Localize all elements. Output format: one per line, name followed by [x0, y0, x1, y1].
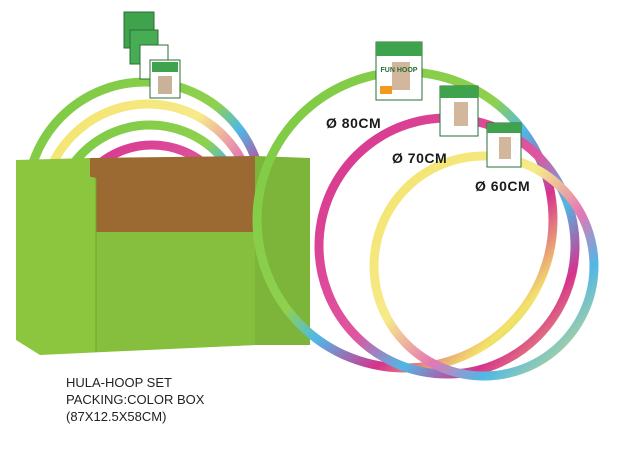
caption-packing: PACKING:COLOR BOX: [66, 392, 205, 407]
hoop-60cm: [369, 122, 599, 381]
product-caption: HULA-HOOP SET PACKING:COLOR BOX (87X12.5…: [66, 374, 204, 425]
box-front-shade: [96, 178, 255, 352]
caption-title: HULA-HOOP SET: [66, 375, 172, 390]
size-label-60cm: Ø 60CM: [475, 178, 531, 194]
display-box: [16, 156, 310, 355]
box-back-inner: [90, 156, 300, 232]
caption-dimensions: (87X12.5X58CM): [66, 409, 167, 424]
size-label-70cm: Ø 70CM: [392, 150, 448, 166]
size-label-80cm: Ø 80CM: [326, 115, 382, 131]
fun-hoop-tag-text: FUN HOOP: [381, 67, 418, 74]
hoop-60cm-ring: [369, 151, 599, 381]
box-right-side: [255, 156, 310, 345]
hoop-80cm: [252, 41, 558, 373]
